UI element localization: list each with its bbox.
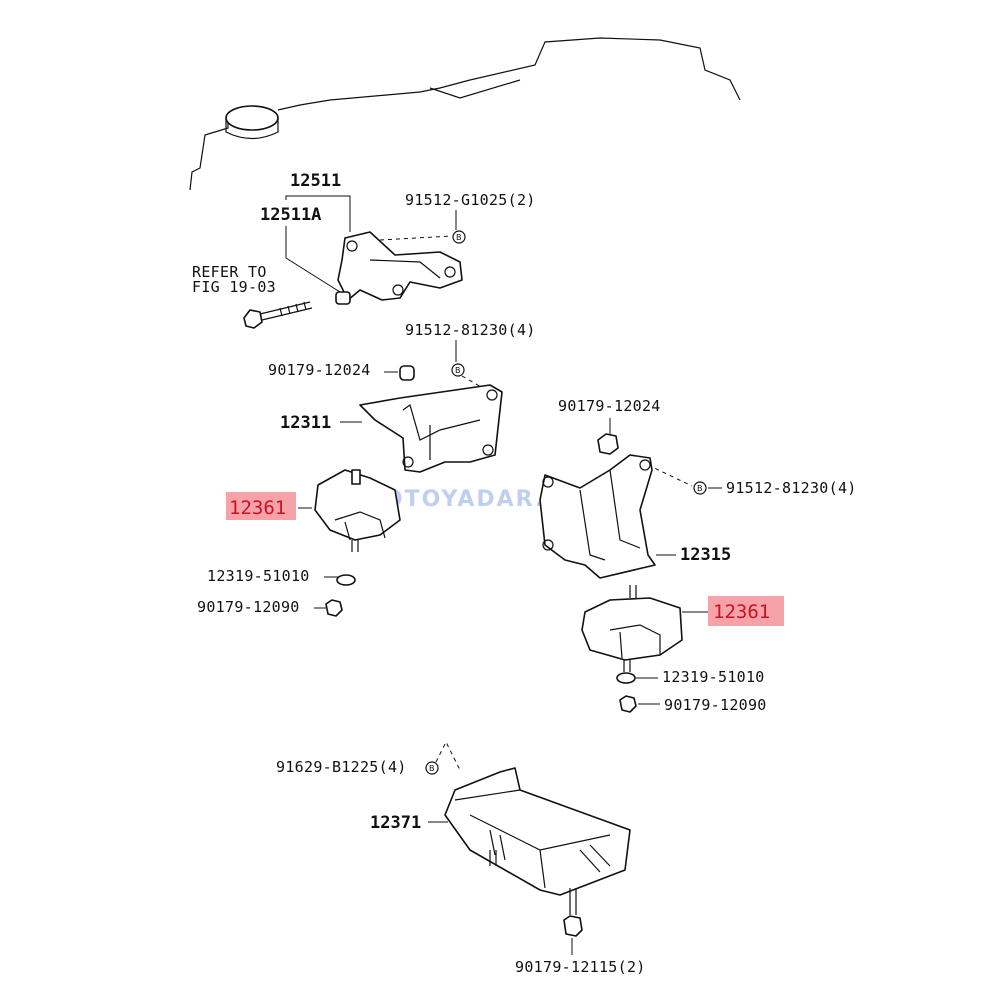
label-90179-12090-right: 90179-12090 — [664, 696, 767, 714]
engine-mount-bracket-12311 — [359, 384, 503, 473]
dash-91512-81230-right — [647, 464, 693, 487]
leader-12511a — [285, 226, 341, 293]
label-90179-12090-left: 90179-12090 — [197, 598, 300, 616]
rear-mount-insulator-12371 — [444, 767, 631, 915]
dash-91512-g1025 — [379, 235, 453, 241]
label-91512-g1025: 91512-G1025(2) — [405, 191, 536, 209]
label-12361-right[interactable]: 12361 — [713, 601, 770, 623]
washer-12319-left — [336, 574, 356, 586]
label-12319-51010-left: 12319-51010 — [207, 567, 310, 585]
label-90179-12024-left: 90179-12024 — [268, 361, 371, 379]
dash-91629-b1225 — [435, 740, 461, 771]
label-refer-to: REFER TO — [192, 263, 267, 281]
bolt-marker-text: B — [429, 764, 435, 773]
label-12315: 12315 — [680, 545, 731, 565]
bolt-marker-91512-81230-right — [693, 481, 707, 495]
long-bolt — [243, 301, 313, 329]
highlight-12361-right — [708, 596, 784, 626]
nut-90179-12115 — [563, 915, 583, 937]
engine-mount-insulator-12361-left — [314, 469, 401, 552]
highlight-12361-left — [226, 492, 296, 520]
label-12511: 12511 — [290, 171, 341, 191]
bolt-marker-text: B — [455, 366, 461, 375]
label-90179-12024-right: 90179-12024 — [558, 397, 661, 415]
label-12319-51010-right: 12319-51010 — [662, 668, 765, 686]
washer-12319-right — [616, 672, 636, 684]
label-12511a: 12511A — [260, 205, 321, 225]
engine-mount-insulator-12361-right — [581, 585, 683, 672]
frame-bracket-12315 — [539, 454, 656, 579]
nut-90179-12024-left — [399, 365, 415, 381]
label-12361-left[interactable]: 12361 — [229, 497, 286, 519]
label-91512-81230-right: 91512-81230(4) — [726, 479, 857, 497]
label-90179-12115: 90179-12115(2) — [515, 958, 646, 976]
nut-90179-12090-right — [619, 695, 637, 713]
bolt-marker-91629-b1225 — [425, 761, 439, 775]
bolt-marker-91512-81230-left — [451, 363, 465, 377]
engine-block-outline — [189, 37, 741, 191]
label-12371: 12371 — [370, 813, 421, 833]
bolt-marker-text: B — [456, 233, 462, 242]
nut-90179-12090-left — [325, 599, 343, 617]
nut-90179-12024-right — [597, 433, 619, 455]
bolt-marker-91512-g1025 — [452, 230, 466, 244]
bolt-marker-text: B — [697, 484, 703, 493]
label-12311: 12311 — [280, 413, 331, 433]
label-91629-b1225: 91629-B1225(4) — [276, 758, 407, 776]
engine-bracket-12511 — [335, 231, 463, 305]
leader-12511 — [285, 195, 351, 232]
label-fig-19-03: FIG 19-03 — [192, 278, 276, 296]
label-91512-81230-left: 91512-81230(4) — [405, 321, 536, 339]
